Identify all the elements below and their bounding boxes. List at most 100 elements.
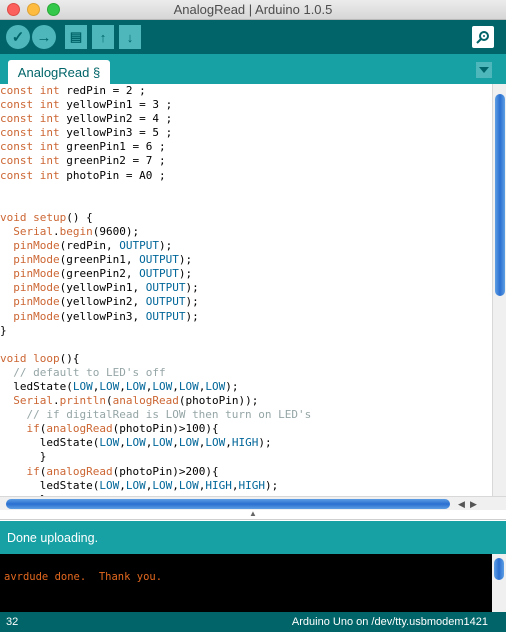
code-token: HIGH	[205, 478, 232, 492]
scroll-left-icon[interactable]: ◀	[458, 499, 465, 509]
scroll-right-icon[interactable]: ▶	[470, 499, 477, 509]
code-token: ,	[225, 436, 232, 450]
console-output: avrdude done. Thank you.	[0, 554, 492, 612]
code-token: LOW	[178, 379, 199, 393]
code-token: ,	[119, 436, 126, 450]
upload-button[interactable]: →	[32, 25, 56, 49]
triangle-down-icon	[479, 67, 489, 73]
code-token: pinMode	[13, 309, 60, 323]
code-line	[0, 338, 492, 352]
chevron-up-icon[interactable]: ▲	[249, 509, 257, 518]
code-line: // if digitalRead is LOW then turn on LE…	[0, 408, 492, 422]
code-token	[0, 366, 13, 379]
serial-monitor-button[interactable]	[472, 26, 494, 48]
code-token: ,	[198, 478, 206, 492]
code-line: const int greenPin1 = 6 ;	[0, 140, 492, 154]
line-number: 32	[6, 616, 19, 628]
code-token: pinMode	[13, 281, 60, 295]
tab-menu-button[interactable]	[476, 62, 492, 78]
code-token	[0, 422, 27, 435]
code-token: setup	[33, 210, 67, 224]
code-token	[0, 225, 13, 238]
code-token: );	[178, 267, 193, 281]
code-token: OUTPUT	[145, 281, 186, 295]
code-line: pinMode(yellowPin1, OUTPUT);	[0, 281, 492, 295]
code-line: // default to LED's off	[0, 366, 492, 380]
code-token	[0, 253, 13, 266]
code-line: void loop(){	[0, 352, 492, 366]
footer-bar: 32 Arduino Uno on /dev/tty.usbmodem1421	[0, 612, 506, 632]
editor-vertical-scroll-thumb[interactable]	[495, 94, 505, 296]
code-token: OUTPUT	[145, 309, 186, 323]
code-token: const	[0, 154, 40, 168]
code-token: (9600);	[92, 224, 140, 238]
code-token: greenPin2 = 7 ;	[59, 154, 166, 168]
code-token: yellowPin2 = 4 ;	[59, 112, 173, 126]
code-token: ,	[198, 379, 206, 393]
code-token: (yellowPin3,	[59, 309, 146, 323]
minimize-window-button[interactable]	[27, 3, 40, 16]
code-token: int	[39, 98, 60, 112]
tab-analogread[interactable]: AnalogRead §	[8, 60, 110, 84]
magnifier-icon	[476, 31, 489, 44]
code-token: pinMode	[13, 267, 60, 281]
code-token: LOW	[125, 436, 146, 450]
code-token: yellowPin3 = 5 ;	[59, 126, 173, 140]
close-window-button[interactable]	[7, 3, 20, 16]
code-token: );	[185, 295, 199, 309]
window-title: AnalogRead | Arduino 1.0.5	[173, 2, 333, 17]
open-button[interactable]: ↑	[92, 25, 114, 49]
code-line: pinMode(yellowPin3, OUTPUT);	[0, 310, 492, 324]
editor-horizontal-scroll-thumb[interactable]	[6, 499, 450, 509]
code-token: ,	[145, 478, 153, 492]
code-token: const	[0, 168, 40, 182]
code-token: }	[0, 493, 47, 496]
editor-horizontal-scrollbar[interactable]: ◀ ▶	[0, 496, 506, 510]
console-line: avrdude done. Thank you.	[4, 571, 163, 583]
code-token: );	[185, 281, 199, 295]
code-token: }	[0, 323, 7, 337]
code-token: ,	[172, 379, 179, 393]
code-token: // default to LED's off	[13, 365, 166, 379]
code-token: LOW	[178, 478, 199, 492]
code-token: void	[0, 210, 27, 224]
code-token: pinMode	[13, 253, 60, 267]
code-token: LOW	[178, 436, 199, 450]
code-token: LOW	[152, 478, 173, 492]
code-token: LOW	[152, 436, 173, 450]
code-token	[0, 267, 13, 280]
code-token: .	[53, 394, 60, 408]
pane-divider[interactable]: ▲	[0, 509, 506, 520]
code-token: LOW	[152, 379, 173, 393]
new-button[interactable]: ▤	[65, 25, 87, 49]
code-token: // if digitalRead is LOW then turn on LE…	[26, 408, 312, 422]
editor-vertical-scrollbar[interactable]	[492, 84, 506, 496]
code-token: HIGH	[231, 436, 259, 450]
console-scroll-thumb[interactable]	[494, 558, 504, 580]
console-vertical-scrollbar[interactable]	[492, 554, 506, 612]
code-line: const int redPin = 2 ;	[0, 84, 492, 98]
code-token: ,	[145, 436, 153, 450]
zoom-window-button[interactable]	[47, 3, 60, 16]
code-line: }	[0, 493, 492, 496]
code-token: const	[0, 126, 40, 140]
code-token: analogRead	[112, 394, 179, 408]
code-token: (yellowPin1,	[59, 281, 146, 295]
code-token: (	[105, 394, 113, 408]
code-token: if	[26, 422, 40, 436]
code-editor[interactable]: const int redPin = 2 ; const int yellowPi…	[0, 84, 492, 496]
code-token	[0, 310, 13, 323]
document-icon: ▤	[69, 29, 83, 44]
code-token: photoPin = A0 ;	[59, 168, 166, 182]
code-token: println	[59, 394, 106, 408]
verify-button[interactable]: ✓	[6, 25, 30, 49]
code-line: Serial.begin(9600);	[0, 225, 492, 239]
code-token: begin	[59, 224, 93, 238]
save-button[interactable]: ↓	[119, 25, 141, 49]
code-token: ,	[198, 436, 206, 450]
code-token: const	[0, 112, 40, 126]
board-port: Arduino Uno on /dev/tty.usbmodem1421	[291, 616, 488, 628]
title-bar: AnalogRead | Arduino 1.0.5	[0, 0, 506, 20]
code-token: LOW	[125, 379, 146, 393]
code-token: (greenPin2,	[59, 267, 140, 281]
